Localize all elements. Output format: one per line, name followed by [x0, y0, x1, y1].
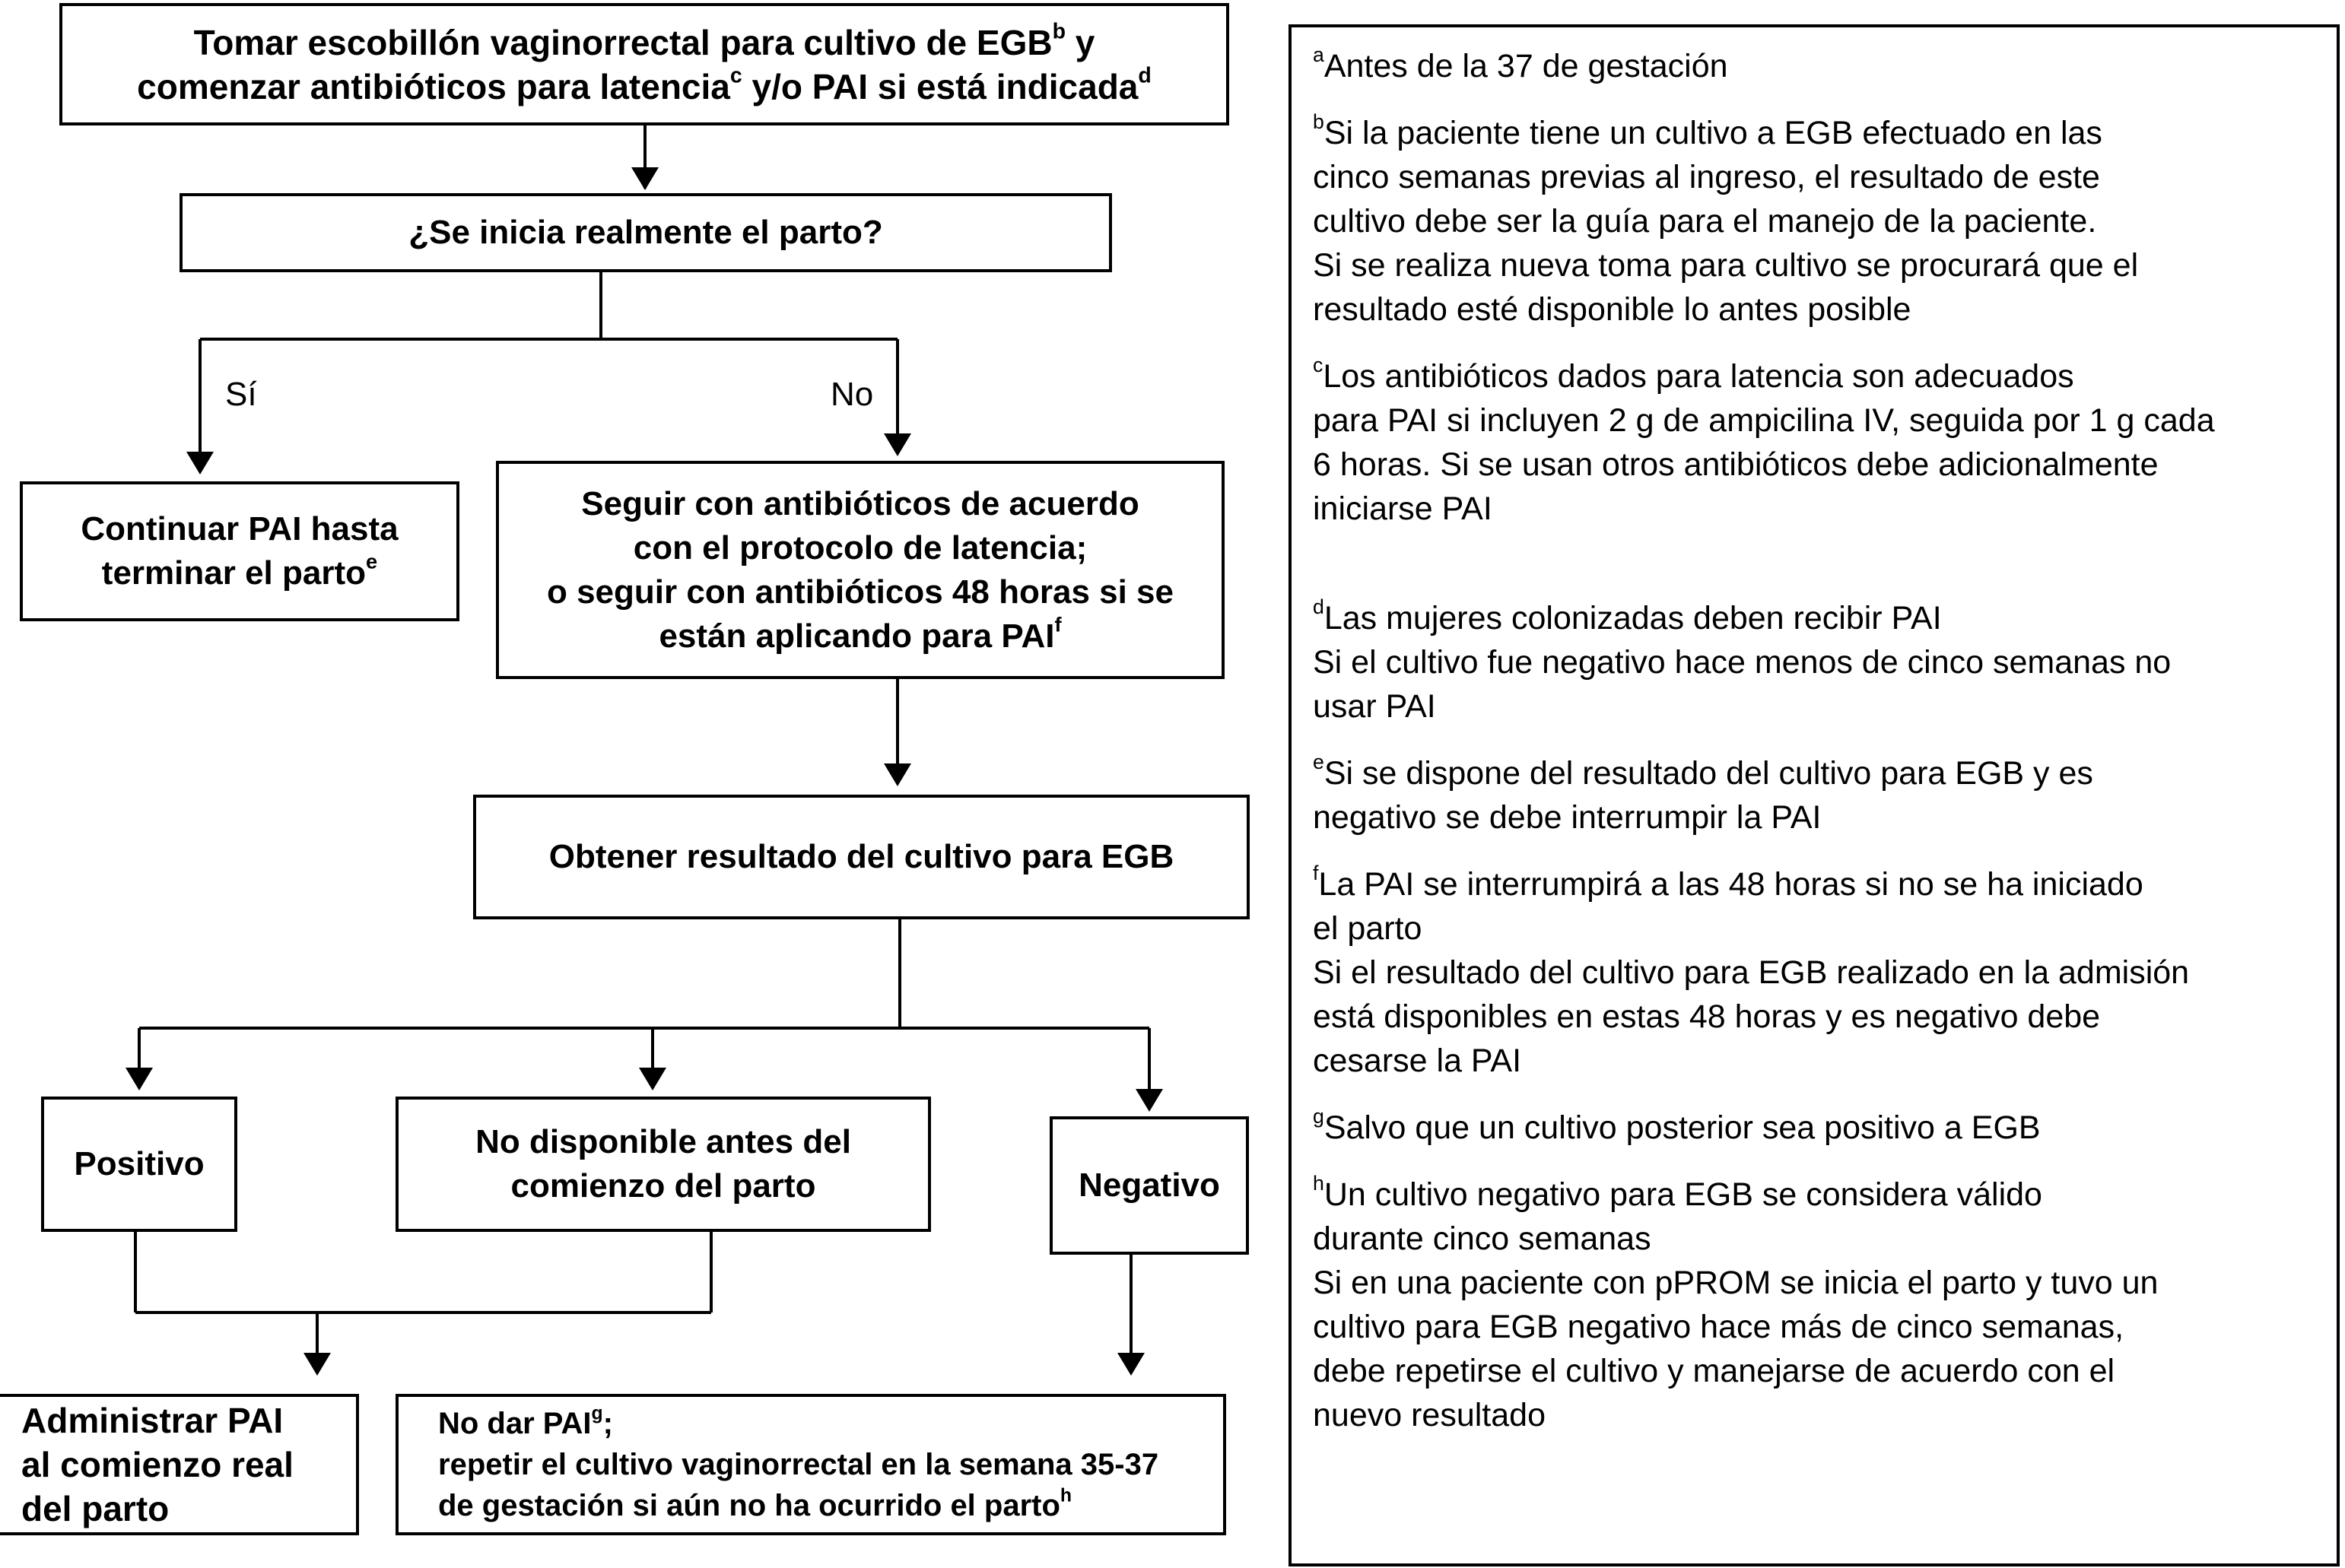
negative-box: Negativo — [1050, 1116, 1249, 1255]
footnote-line: Si el cultivo fue negativo hace menos de… — [1313, 644, 2172, 681]
footnote-line: Si en una paciente con pPROM se inicia e… — [1313, 1265, 2159, 1301]
footnote-line: Si el resultado del cultivo para EGB rea… — [1313, 954, 2190, 991]
question-box: ¿Se inicia realmente el parto? — [180, 193, 1112, 272]
follow-antibiotics-line-4: están aplicando para PAIf — [659, 612, 1062, 655]
footnote-line: Si se realiza nueva toma para cultivo se… — [1313, 247, 2139, 284]
follow-antibiotics-line-1: Seguir con antibióticos de acuerdo — [581, 484, 1139, 522]
footnote-line: hUn cultivo negativo para EGB se conside… — [1313, 1172, 2042, 1213]
footnotes-panel: aAntes de la 37 de gestación bSi la paci… — [1288, 24, 2340, 1566]
arrowhead — [639, 1068, 666, 1090]
negative-text: Negativo — [1079, 1166, 1220, 1204]
arrowhead — [186, 452, 214, 475]
footnote-line: bSi la paciente tiene un cultivo a EGB e… — [1313, 110, 2102, 151]
arrowhead — [631, 167, 659, 190]
follow-antibiotics-line-2: con el protocolo de latencia; — [633, 528, 1088, 567]
footnote-line: iniciarse PAI — [1313, 490, 1492, 527]
footnote-line: gSalvo que un cultivo posterior sea posi… — [1313, 1105, 2041, 1146]
start-line-2: comenzar antibióticos para latenciac y/o… — [137, 63, 1152, 106]
administer-box: Administrar PAI al comienzo real del par… — [0, 1394, 359, 1535]
footnote-line: dLas mujeres colonizadas deben recibir P… — [1313, 595, 1942, 636]
administer-line-2: al comienzo real — [21, 1445, 294, 1484]
footnote-line: cinco semanas previas al ingreso, el res… — [1313, 159, 2100, 195]
not-available-line-1: No disponible antes del — [475, 1123, 851, 1160]
footnote-b: bSi la paciente tiene un cultivo a EGB e… — [1313, 111, 2321, 332]
start-line-1: Tomar escobillón vaginorrectal para cult… — [193, 19, 1095, 62]
no-pai-box: No dar PAIg; repetir el cultivo vaginorr… — [396, 1394, 1226, 1535]
obtain-result-text: Obtener resultado del cultivo para EGB — [548, 838, 1174, 875]
arrowhead — [884, 763, 911, 786]
continue-pai-line-2: terminar el partoe — [101, 549, 378, 592]
continue-pai-box: Continuar PAI hasta terminar el partoe — [20, 481, 459, 621]
footnote-line: cultivo debe ser la guía para el manejo … — [1313, 203, 2097, 240]
administer-line-1: Administrar PAI — [21, 1401, 284, 1440]
footnote-line: el parto — [1313, 910, 1422, 947]
follow-antibiotics-box: Seguir con antibióticos de acuerdo con e… — [496, 461, 1225, 679]
question-text: ¿Se inicia realmente el parto? — [408, 214, 883, 251]
footnote-line: aAntes de la 37 de gestación — [1313, 43, 1728, 84]
footnote-line: durante cinco semanas — [1313, 1220, 1651, 1257]
no-label: No — [831, 376, 874, 413]
not-available-box: No disponible antes del comienzo del par… — [396, 1097, 931, 1232]
footnote-line: cultivo para EGB negativo hace más de ci… — [1313, 1309, 2124, 1345]
positive-box: Positivo — [41, 1097, 237, 1232]
footnote-line: fLa PAI se interrumpirá a las 48 horas s… — [1313, 862, 2143, 903]
footnote-f: fLa PAI se interrumpirá a las 48 horas s… — [1313, 862, 2321, 1083]
footnote-g: gSalvo que un cultivo posterior sea posi… — [1313, 1106, 2321, 1150]
footnote-d: dLas mujeres colonizadas deben recibir P… — [1313, 596, 2321, 728]
obtain-result-box: Obtener resultado del cultivo para EGB — [473, 795, 1250, 919]
footnote-line: resultado esté disponible lo antes posib… — [1313, 291, 1911, 328]
footnote-line: 6 horas. Si se usan otros antibióticos d… — [1313, 446, 2159, 483]
footnote-line: eSi se dispone del resultado del cultivo… — [1313, 751, 2093, 792]
footnote-line: está disponibles en estas 48 horas y es … — [1313, 998, 2101, 1035]
footnote-e: eSi se dispone del resultado del cultivo… — [1313, 751, 2321, 840]
arrowhead — [126, 1068, 153, 1090]
yes-label: Sí — [225, 376, 257, 413]
arrowhead — [303, 1353, 331, 1376]
footnote-line: nuevo resultado — [1313, 1397, 1546, 1433]
footnote-line: usar PAI — [1313, 688, 1436, 725]
arrowhead — [1117, 1353, 1145, 1376]
arrowhead — [1136, 1089, 1163, 1112]
footnote-c: cLos antibióticos dados para latencia so… — [1313, 354, 2321, 531]
positive-text: Positivo — [74, 1145, 205, 1182]
footnote-h: hUn cultivo negativo para EGB se conside… — [1313, 1173, 2321, 1437]
footnote-line: negativo se debe interrumpir la PAI — [1313, 799, 1822, 836]
footnote-line: cLos antibióticos dados para latencia so… — [1313, 354, 2074, 395]
arrowhead — [884, 433, 911, 456]
no-pai-line-3: de gestación si aún no ha ocurrido el pa… — [438, 1485, 1072, 1522]
footnote-line: cesarse la PAI — [1313, 1043, 1522, 1079]
not-available-line-2: comienzo del parto — [510, 1167, 816, 1205]
footnote-line: para PAI si incluyen 2 g de ampicilina I… — [1313, 402, 2215, 439]
administer-line-3: del parto — [21, 1489, 170, 1528]
continue-pai-line-1: Continuar PAI hasta — [81, 510, 399, 548]
footnote-line: debe repetirse el cultivo y manejarse de… — [1313, 1353, 2115, 1389]
no-pai-line-2: repetir el cultivo vaginorrectal en la s… — [438, 1448, 1159, 1481]
no-pai-line-1: No dar PAIg; — [438, 1403, 613, 1440]
footnote-a: aAntes de la 37 de gestación — [1313, 44, 2321, 88]
follow-antibiotics-line-3: o seguir con antibióticos 48 horas si se — [546, 573, 1174, 611]
start-box: Tomar escobillón vaginorrectal para cult… — [59, 3, 1229, 125]
